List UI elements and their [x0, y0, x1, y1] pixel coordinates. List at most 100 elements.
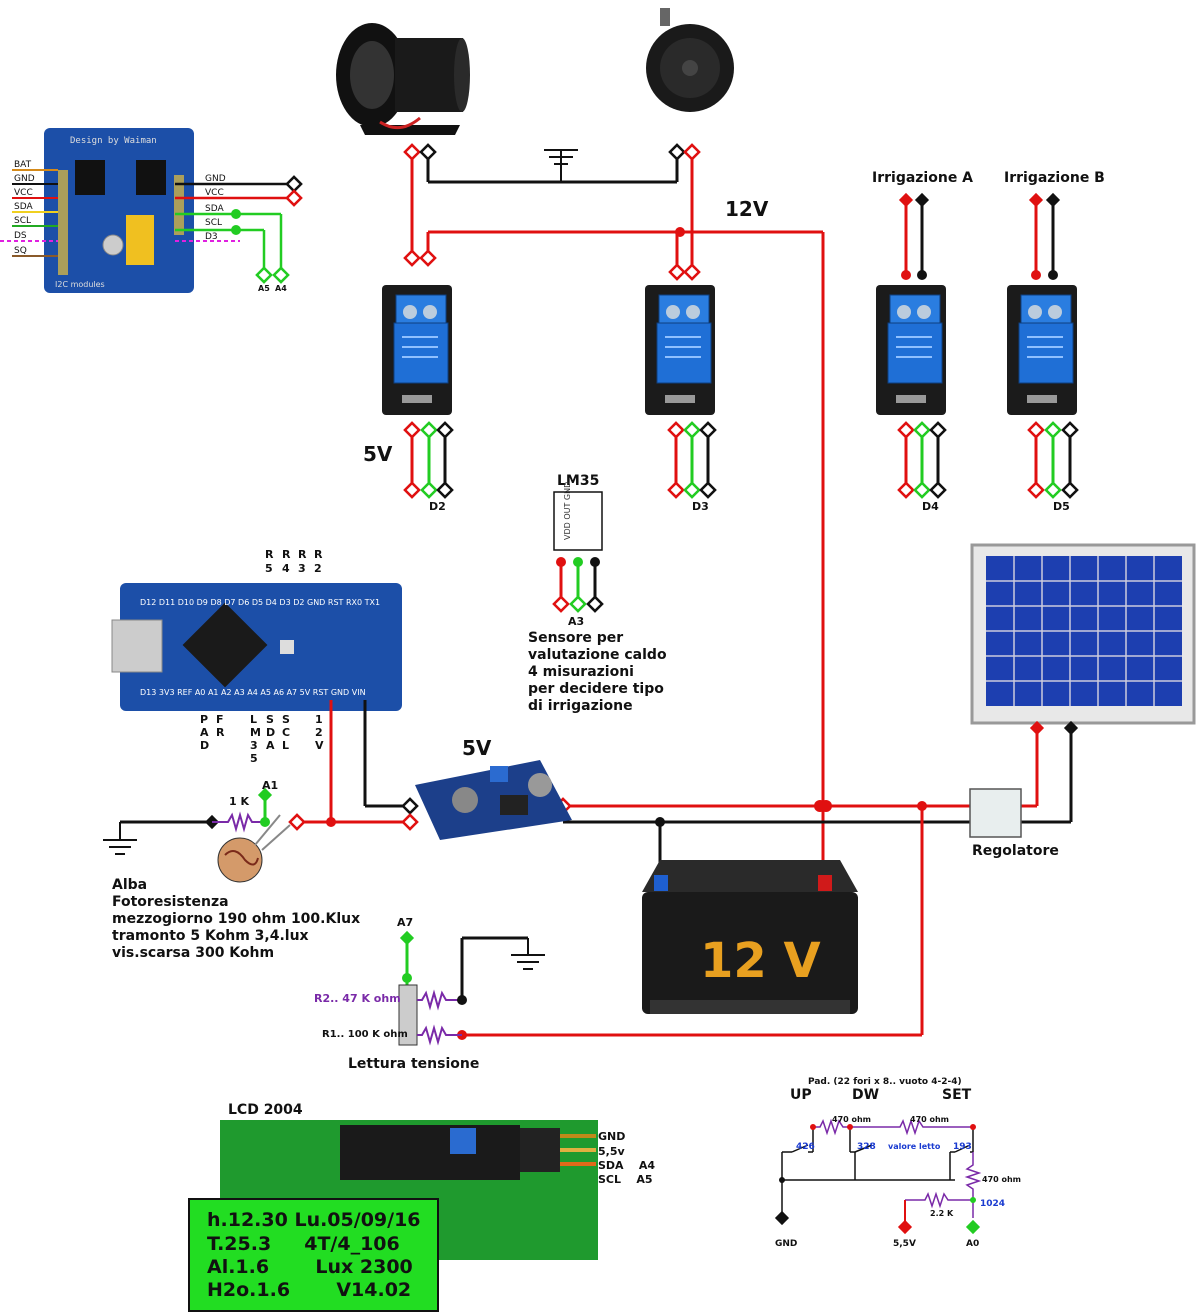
arduino-nano [111, 583, 402, 711]
power-wiring [288, 700, 1079, 1040]
nano-r-labels: R R R R 5 4 3 2 [265, 548, 323, 575]
pad-193-label: 193 [953, 1142, 972, 1152]
relay-control-wires [403, 192, 1079, 499]
label-a1: A1 [262, 779, 278, 792]
photo-desc-line: Alba [112, 877, 147, 893]
rtc-pin-label: VCC [205, 188, 224, 198]
rtc-title: Design by Waiman [70, 136, 157, 146]
lcd-pin-label: SCL A5 [598, 1173, 653, 1186]
lcd-screen: h.12.30 Lu.05/09/16 T.25.3 4T/4_106 Al.1… [188, 1198, 439, 1312]
nano-col-label: D [200, 739, 209, 752]
nano-col-label: 3 [250, 739, 258, 752]
label-a7: A7 [397, 916, 413, 929]
lcd-pin-label: SDA A4 [598, 1159, 655, 1172]
rtc-pin-labels-left: BAT GND VCC SDA SCL DS SQ [14, 160, 35, 256]
nano-col-label: M [250, 726, 261, 739]
voltage-divider [398, 930, 545, 1046]
siren-wiring [403, 143, 825, 888]
label-d3: D3 [692, 500, 709, 513]
lcd-line: Al.1.6 Lux 2300 [207, 1256, 413, 1278]
nano-col-label: S [266, 713, 274, 726]
pad-gnd-label: GND [775, 1239, 797, 1249]
pad-1024-label: 1024 [980, 1199, 1005, 1209]
lcd-line: H2o.1.6 V14.02 [207, 1279, 411, 1301]
nano-r-label: 3 [298, 562, 306, 575]
pad-valore-label: valore letto [888, 1142, 941, 1151]
relay-d3 [644, 284, 716, 416]
label-irrigazione-a: Irrigazione A [872, 170, 973, 186]
nano-r-label: R [314, 548, 323, 561]
nano-bottom-pins: D13 3V3 REF A0 A1 A2 A3 A4 A5 A6 A7 5V R… [140, 688, 366, 697]
rtc-pin-label: GND [205, 174, 226, 184]
photo-desc-line: vis.scarsa 300 Kohm [112, 945, 274, 961]
sensor-desc-line: 4 misurazioni [528, 664, 634, 680]
label-irrigazione-b: Irrigazione B [1004, 170, 1105, 186]
rtc-footer: I2C modules [55, 280, 105, 289]
lcd-pin-label: GND [598, 1130, 625, 1143]
label-5v-buck: 5V [462, 736, 492, 760]
label-lcd-2004: LCD 2004 [228, 1102, 303, 1118]
battery-label: 12 V [700, 933, 821, 989]
buck-converter [415, 760, 572, 840]
lcd-pin-labels: GND 5,5v SDA A4 SCL A5 [598, 1130, 655, 1186]
label-12v: 12V [725, 197, 769, 221]
nano-col-label: A [200, 726, 209, 739]
pad-426-label: 426 [796, 1142, 815, 1152]
rtc-pin-label: SQ [14, 246, 27, 256]
nano-r-label: 5 [265, 562, 273, 575]
relay-d4 [875, 284, 947, 416]
nano-r-label: 2 [314, 562, 322, 575]
sensor-desc-line: per decidere tipo [528, 681, 664, 697]
pad-55v-label: 5,5V [893, 1239, 916, 1249]
lcd-line: T.25.3 4T/4_106 [207, 1233, 400, 1255]
keypad-circuit [774, 1118, 982, 1235]
rtc-pin-label: GND [14, 174, 35, 184]
nano-r-label: R [265, 548, 274, 561]
pad-title: Pad. (22 fori x 8.. vuoto 4-2-4) [808, 1077, 962, 1087]
label-1k: 1 K [229, 795, 249, 808]
sensor-description: Sensore per valutazione caldo 4 misurazi… [528, 630, 667, 714]
lcd-line: h.12.30 Lu.05/09/16 [207, 1209, 421, 1231]
label-d2: D2 [429, 500, 446, 513]
label-d4: D4 [922, 500, 939, 513]
relay-d5 [1006, 284, 1078, 416]
nano-col-label: S [282, 713, 290, 726]
nano-r-label: R [282, 548, 291, 561]
nano-top-pins: D12 D11 D10 D9 D8 D7 D6 D5 D4 D3 D2 GND … [140, 598, 380, 607]
label-regolatore: Regolatore [972, 843, 1059, 859]
label-d5: D5 [1053, 500, 1070, 513]
nano-col-label: 2 [315, 726, 323, 739]
siren-icon [336, 23, 470, 135]
photo-desc-line: Fotoresistenza [112, 894, 229, 910]
pad-r470b-label: 470 ohm [910, 1115, 949, 1124]
nano-r-label: 4 [282, 562, 290, 575]
pad-set-label: SET [942, 1087, 972, 1103]
rtc-pin-label: DS [14, 231, 27, 241]
pad-r470c-label: 470 ohm [982, 1175, 1021, 1184]
rtc-pin-label: VCC [14, 188, 33, 198]
rtc-pin-labels-right: GND VCC SDA SCL D3 [205, 174, 226, 242]
rtc-pin-label: SDA [205, 204, 224, 214]
solar-panel [970, 543, 1196, 725]
rtc-pin-label: SDA [14, 202, 33, 212]
rtc-pin-label: D3 [205, 232, 218, 242]
battery [642, 860, 858, 1014]
nano-col-label: 5 [250, 752, 258, 765]
photo-desc-line: mezzogiorno 190 ohm 100.Klux [112, 911, 360, 927]
label-a3: A3 [568, 615, 584, 628]
rtc-pin-label: BAT [14, 160, 32, 170]
sensor-desc-line: di irrigazione [528, 698, 633, 714]
nano-col-label: P [200, 713, 208, 726]
label-lettura: Lettura tensione [348, 1056, 479, 1072]
rtc-pin-label: SCL [14, 216, 31, 226]
lcd-pin-label: 5,5v [598, 1145, 625, 1158]
pad-328-label: 328 [857, 1142, 876, 1152]
rtc-wires [0, 169, 303, 284]
photoresistor-description: Alba Fotoresistenza mezzogiorno 190 ohm … [112, 877, 360, 961]
nano-r-label: R [298, 548, 307, 561]
label-5v-relay: 5V [363, 442, 393, 466]
nano-col-label: R [216, 726, 225, 739]
rtc-module [44, 128, 194, 293]
horn-icon [646, 8, 734, 112]
nano-col-label: L [282, 739, 289, 752]
